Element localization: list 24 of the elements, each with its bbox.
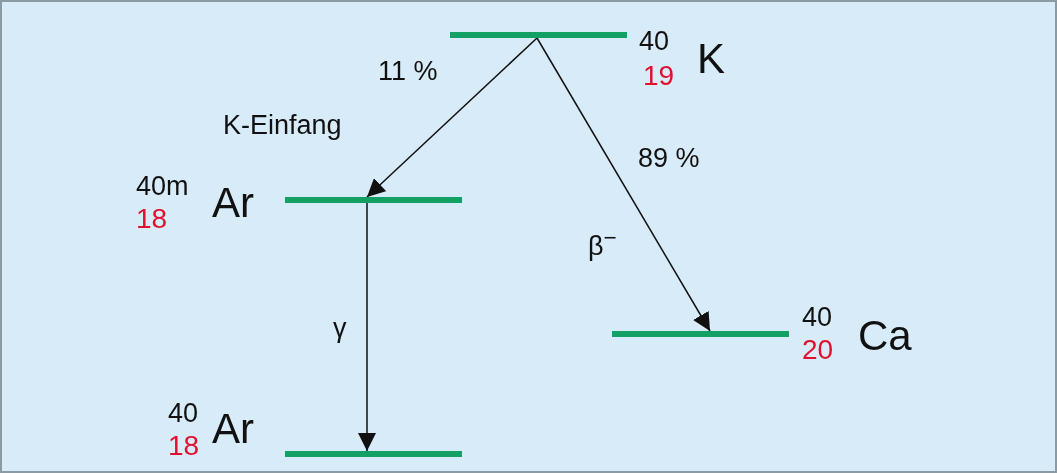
energy-level-bar (612, 331, 789, 337)
arrow (536, 37, 711, 332)
mass-number: 40 (639, 28, 670, 55)
element-symbol: K (697, 38, 725, 80)
decay-mode-label: K-Einfang (223, 112, 342, 139)
decay-mode-label: β$^{−}$ (588, 227, 617, 260)
edge-label: 11 % (378, 58, 438, 85)
energy-level-bar (450, 32, 627, 38)
atomic-number: 18 (136, 205, 168, 233)
mass-number: 40m (136, 173, 189, 200)
edge-label: 89 % (638, 145, 700, 172)
arrow (358, 202, 376, 452)
mass-number: 40 (802, 304, 833, 331)
energy-level-bar (285, 451, 462, 457)
edge-label: γ (333, 315, 347, 342)
arrow (366, 37, 538, 198)
element-symbol: Ar (212, 182, 254, 224)
energy-level-bar (285, 197, 462, 203)
atomic-number: 20 (802, 336, 834, 364)
mass-number: 40 (168, 400, 199, 427)
atomic-number: 18 (168, 432, 200, 460)
element-symbol: Ar (212, 408, 254, 450)
element-symbol: Ca (858, 315, 912, 357)
atomic-number: 19 (643, 62, 675, 90)
